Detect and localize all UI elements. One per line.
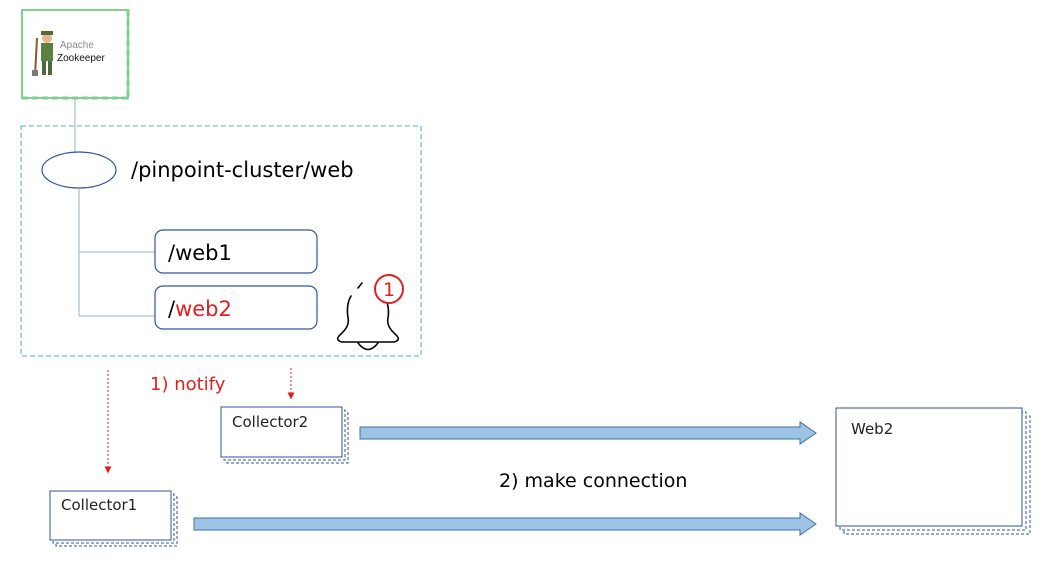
znode-web1-label: /web1 (168, 241, 232, 265)
logo-line2: Zookeeper (57, 53, 105, 64)
make-connection-label: 2) make connection (499, 470, 687, 492)
zookeeper-logo: Apache Zookeeper (21, 9, 130, 100)
znode-container (20, 125, 422, 357)
znode-web1-box (154, 229, 318, 274)
bell-icon (336, 282, 400, 351)
collector1-stack: Collector1 (49, 490, 178, 547)
znode-root-ellipse (41, 151, 117, 189)
collector2-stack: Collector2 (220, 406, 349, 464)
znode-web2-prefix: / (168, 297, 176, 321)
znode-web2-name: web2 (175, 297, 232, 321)
collector1-label: Collector1 (61, 496, 137, 514)
alert-badge-number: 1 (383, 279, 395, 301)
znode-web2-label: /web2 (168, 297, 232, 321)
znode-root-label: /pinpoint-cluster/web (131, 158, 354, 182)
zookeeper-logo-icon (32, 31, 53, 77)
web2-stack: Web2 (835, 407, 1031, 535)
logo-line1: Apache (60, 40, 94, 51)
web2-label: Web2 (851, 420, 893, 438)
badge-circle-icon: 1 (374, 274, 404, 304)
notify-label: 1) notify (150, 374, 226, 395)
connection-arrow-collector1 (193, 512, 817, 536)
connection-arrow-collector2 (359, 421, 817, 445)
collector2-label: Collector2 (232, 413, 308, 431)
znode-web2-box (154, 285, 318, 330)
